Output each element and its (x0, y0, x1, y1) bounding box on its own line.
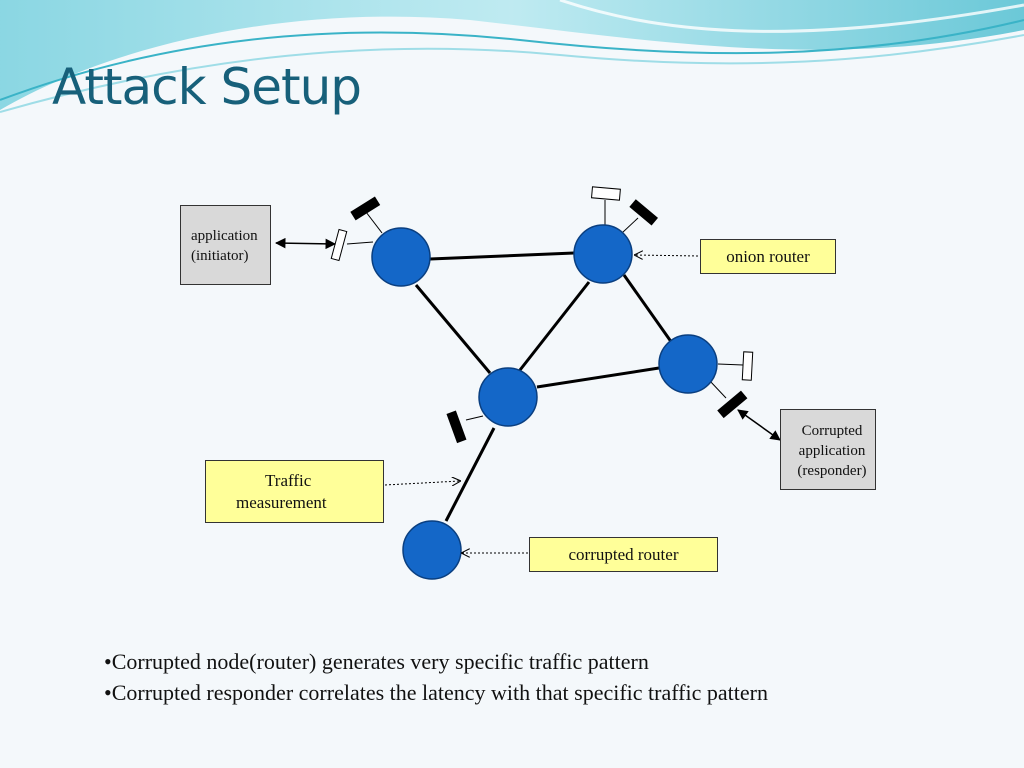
router-corrupted (402, 520, 462, 580)
initiator-label-line2: (initiator) (191, 248, 249, 264)
connector-initiator (330, 196, 383, 262)
bullet-item: •Corrupted node(router) generates very s… (104, 649, 649, 674)
bullet-list: •Corrupted node(router) generates very s… (104, 646, 904, 708)
link-top-center (518, 281, 591, 371)
corrupted-router-label: corrupted router (529, 537, 718, 572)
arrow-traffic (384, 481, 460, 485)
link-center-right (536, 366, 660, 389)
responder-label-line1: Corrupted (801, 423, 863, 439)
onion-router-label: onion router (700, 239, 836, 274)
router-top (573, 224, 633, 284)
onion-router-text: onion router (726, 247, 810, 266)
connector-right-router (709, 351, 754, 419)
slide-title: Attack Setup (52, 58, 362, 116)
router-left (371, 227, 431, 287)
bullet-item: •Corrupted responder correlates the late… (104, 680, 768, 705)
traffic-measurement-label: Traffic measurement (205, 460, 384, 523)
arrow-responder (737, 409, 781, 441)
link-left-center (414, 284, 492, 374)
initiator-label-line1: application (191, 228, 258, 244)
responder-box: Corrupted application (responder) (780, 409, 876, 490)
header-wave (0, 0, 1024, 113)
responder-label-line3: (responder) (797, 463, 867, 479)
link-center-corrupted (444, 427, 496, 522)
arrow-initiator (274, 237, 337, 250)
router-links (414, 251, 674, 522)
connector-center-router (446, 410, 484, 444)
arrow-onion-router (635, 255, 699, 256)
connector-top-router (590, 186, 659, 234)
traffic-text-line1: Traffic (265, 471, 312, 490)
router-right (658, 334, 718, 394)
onion-routers (371, 224, 718, 580)
link-top-right (622, 274, 674, 344)
initiator-box: application (initiator) (180, 205, 271, 285)
responder-label-line2: application (798, 443, 866, 459)
corrupted-router-text: corrupted router (568, 545, 679, 564)
router-center (478, 367, 538, 427)
traffic-text-line2: measurement (236, 493, 327, 512)
link-left-top (429, 251, 575, 261)
